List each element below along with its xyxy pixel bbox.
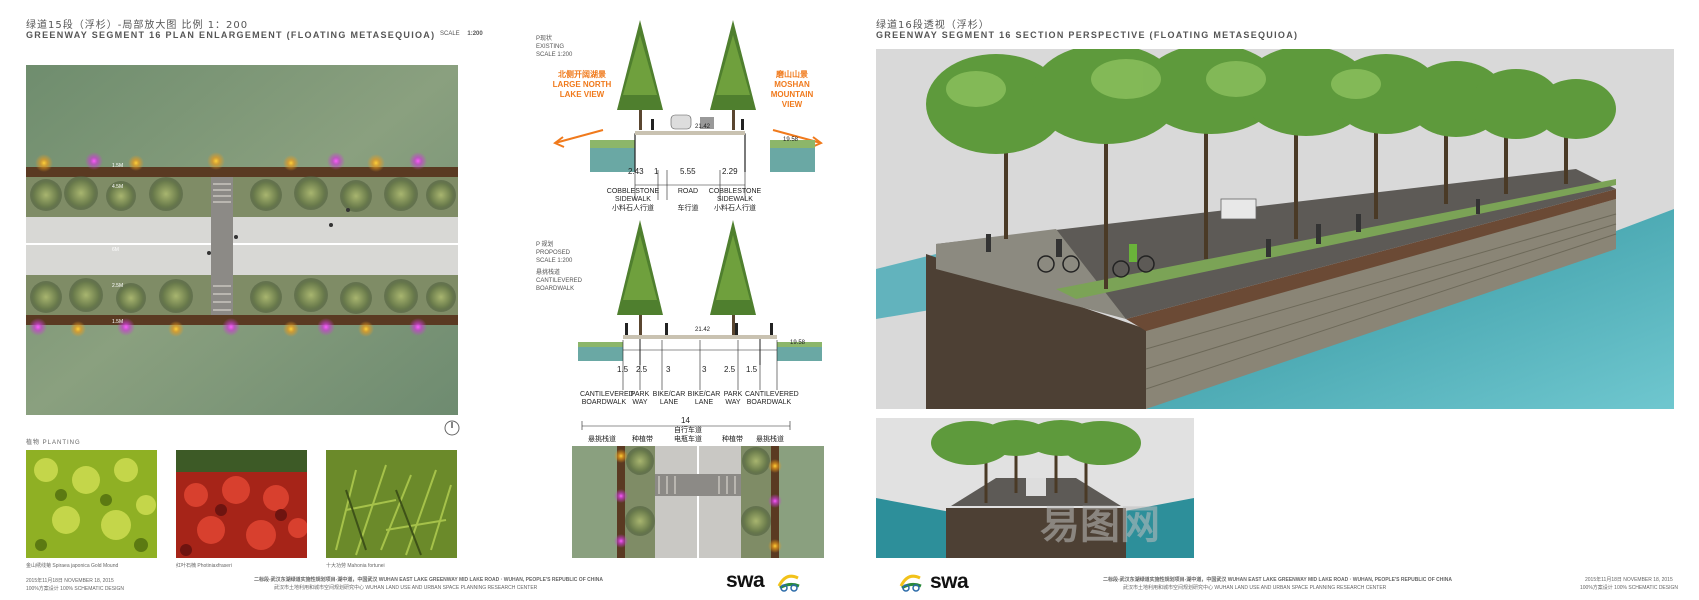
proposed-elev-water: 19.58 (790, 340, 806, 346)
proposed-lane-2: PARK WAY (630, 391, 650, 406)
proposed-section-drawing: 21.42 19.58 (578, 220, 822, 390)
left-footer-phase: 100%方案设计 100% SCHEMATIC DESIGN (26, 586, 124, 592)
proposed-label-en: PROPOSED (536, 250, 571, 256)
existing-lane-1: COBBLESTONE SIDEWALK 小料石人行道 (606, 188, 660, 212)
left-title-en: GREENWAY SEGMENT 16 PLAN ENLARGEMENT (FL… (26, 30, 436, 40)
watermark: 易图网 (1040, 502, 1160, 548)
existing-elev-water: 19.58 (783, 137, 799, 143)
existing-dim-4: 2.29 (722, 167, 738, 176)
plan-dim-3: 6M (112, 247, 119, 253)
proposed-cn-2: 种植带 (632, 435, 653, 443)
plan-dim-2: 4.5M (112, 184, 123, 190)
footer-project-line1-left: 二标段-武汉东湖绿道实施性规划项目-湖中道，中国武汉 WUHAN EAST LA… (254, 577, 603, 583)
scale-note: SCALE 1:200 (440, 31, 483, 37)
existing-lane-1-en: COBBLESTONE SIDEWALK (606, 188, 660, 203)
existing-lane-3-en: COBBLESTONE SIDEWALK (708, 188, 762, 203)
proposed-cn-row1: 自行车道 (674, 426, 702, 434)
plan-enlargement-drawing: 1.5M 4.5M 6M 2.5M 1.5M (26, 65, 458, 415)
proposed-cn-3: 电瓶车道 (674, 435, 702, 443)
footer-project-line1-right: 二标段-武汉东湖绿道实施性规划项目-湖中道，中国武汉 WUHAN EAST LA… (1103, 577, 1452, 583)
plant-photo-mahonia (326, 450, 457, 558)
plant-caption-3: 十大功劳 Mahonia fortunei (326, 563, 385, 569)
proposed-scale: SCALE 1:200 (536, 258, 573, 264)
proposed-lane-6: CANTILEVERED BOARDWALK (745, 391, 799, 406)
proposed-cn-5: 悬挑栈道 (756, 435, 784, 443)
proposed-dim-3: 3 (666, 365, 671, 374)
proposed-mini-plan (572, 446, 824, 558)
left-view-en: LARGE NORTH LAKE VIEW (552, 80, 612, 99)
plan-dim-5: 1.5M (112, 319, 123, 325)
existing-scale: SCALE 1:200 (536, 52, 573, 58)
section-perspective-small (876, 418, 1194, 558)
existing-lane-3-cn: 小料石人行道 (714, 204, 756, 212)
proposed-dim-5: 2.5 (724, 365, 736, 374)
scale-label: SCALE (440, 31, 460, 37)
right-footer-date: 2015年11月18日 NOVEMBER 18, 2015 (1585, 577, 1673, 583)
existing-lane-1-cn: 小料石人行道 (612, 204, 654, 212)
existing-label-cn: P现状 (536, 36, 553, 42)
existing-lane-2-cn: 车行道 (677, 204, 699, 212)
existing-elev-road: 21.42 (695, 124, 711, 130)
proposed-lane-3: BIKE/CAR LANE (652, 391, 686, 406)
swa-logo-middle: swa (726, 569, 765, 592)
existing-dim-3: 5.55 (680, 167, 696, 176)
left-title-cn: 绿道15段（浮杉）-局部放大图 比例 1：200 (26, 20, 249, 31)
existing-dim-2: 1 (654, 167, 659, 176)
existing-section-drawing: 21.42 19.58 (553, 20, 823, 200)
left-footer-date: 2015年11月18日 NOVEMBER 18, 2015 (26, 578, 114, 584)
existing-dim-1: 2.43 (628, 167, 644, 176)
right-title-en: GREENWAY SEGMENT 16 SECTION PERSPECTIVE … (876, 30, 1299, 40)
proposed-lane-1: CANTILEVERED BOARDWALK (580, 391, 634, 406)
proposed-total-dim-line (581, 421, 791, 430)
proposed-total: 14 (681, 416, 690, 425)
right-title-cn: 绿道16段透视（浮杉） (876, 20, 990, 31)
proposed-lane-4: BIKE/CAR LANE (687, 391, 721, 406)
swa-logo-right: swa (930, 570, 969, 593)
proposed-cn-1: 悬挑栈道 (588, 435, 616, 443)
proposed-cn-4: 种植带 (722, 435, 743, 443)
plan-dim-4: 2.5M (112, 283, 123, 289)
proposed-dim-2: 2.5 (636, 365, 648, 374)
proposed-lane-5: PARK WAY (723, 391, 743, 406)
planting-label: 植物 PLANTING (26, 440, 81, 446)
existing-lane-2: ROAD 车行道 (670, 188, 706, 212)
plant-photo-photinia (176, 450, 307, 558)
right-view-en: MOSHAN MOUNTAIN VIEW (770, 80, 814, 109)
section-perspective-render (876, 49, 1674, 409)
footer-project-line2-right: 武汉市土地利用和城市空间规划研究中心 WUHAN LAND USE AND UR… (1123, 585, 1387, 591)
existing-section-label: P现状 EXISTING SCALE 1:200 (536, 35, 572, 59)
right-footer-phase: 100%方案设计 100% SCHEMATIC DESIGN (1580, 585, 1678, 591)
greenway-logo-icon-right (899, 574, 922, 592)
proposed-dim-1: 1.5 (617, 365, 629, 374)
proposed-section-label: P 规划 PROPOSED SCALE 1:200 悬挑栈道 CANTILEVE… (536, 241, 596, 293)
existing-lane-2-en: ROAD (677, 188, 699, 195)
plant-caption-2: 红叶石楠 Photiniaxfraseri (176, 563, 232, 569)
proposed-dim-4: 3 (702, 365, 707, 374)
left-view-label: 北侧开阔湖景 LARGE NORTH LAKE VIEW (542, 70, 622, 100)
plan-dim-1: 1.5M (112, 163, 123, 169)
proposed-dim-6: 1.5 (746, 365, 758, 374)
existing-lane-3: COBBLESTONE SIDEWALK 小料石人行道 (708, 188, 762, 212)
scale-value: 1:200 (467, 31, 483, 37)
footer-project-line2-left: 武汉市土地利用和城市空间规划研究中心 WUHAN LAND USE AND UR… (274, 585, 538, 591)
right-view-cn: 磨山山景 (776, 70, 808, 79)
north-arrow-icon (444, 420, 460, 436)
plant-caption-1: 金山绣线菊 Spiraea japonica Gold Mound (26, 563, 119, 569)
plant-photo-spiraea (26, 450, 157, 558)
greenway-logo-icon (777, 574, 800, 592)
left-view-cn: 北侧开阔湖景 (558, 70, 606, 79)
proposed-label-cn: P 规划 (536, 242, 554, 248)
proposed-sub-en: CANTILEVERED BOARDWALK (536, 278, 583, 292)
proposed-sub-cn: 悬挑栈道 (536, 270, 561, 276)
proposed-elev-road: 21.42 (695, 327, 711, 333)
existing-label-en: EXISTING (536, 44, 565, 50)
right-view-label: 磨山山景 MOSHAN MOUNTAIN VIEW (762, 70, 822, 110)
